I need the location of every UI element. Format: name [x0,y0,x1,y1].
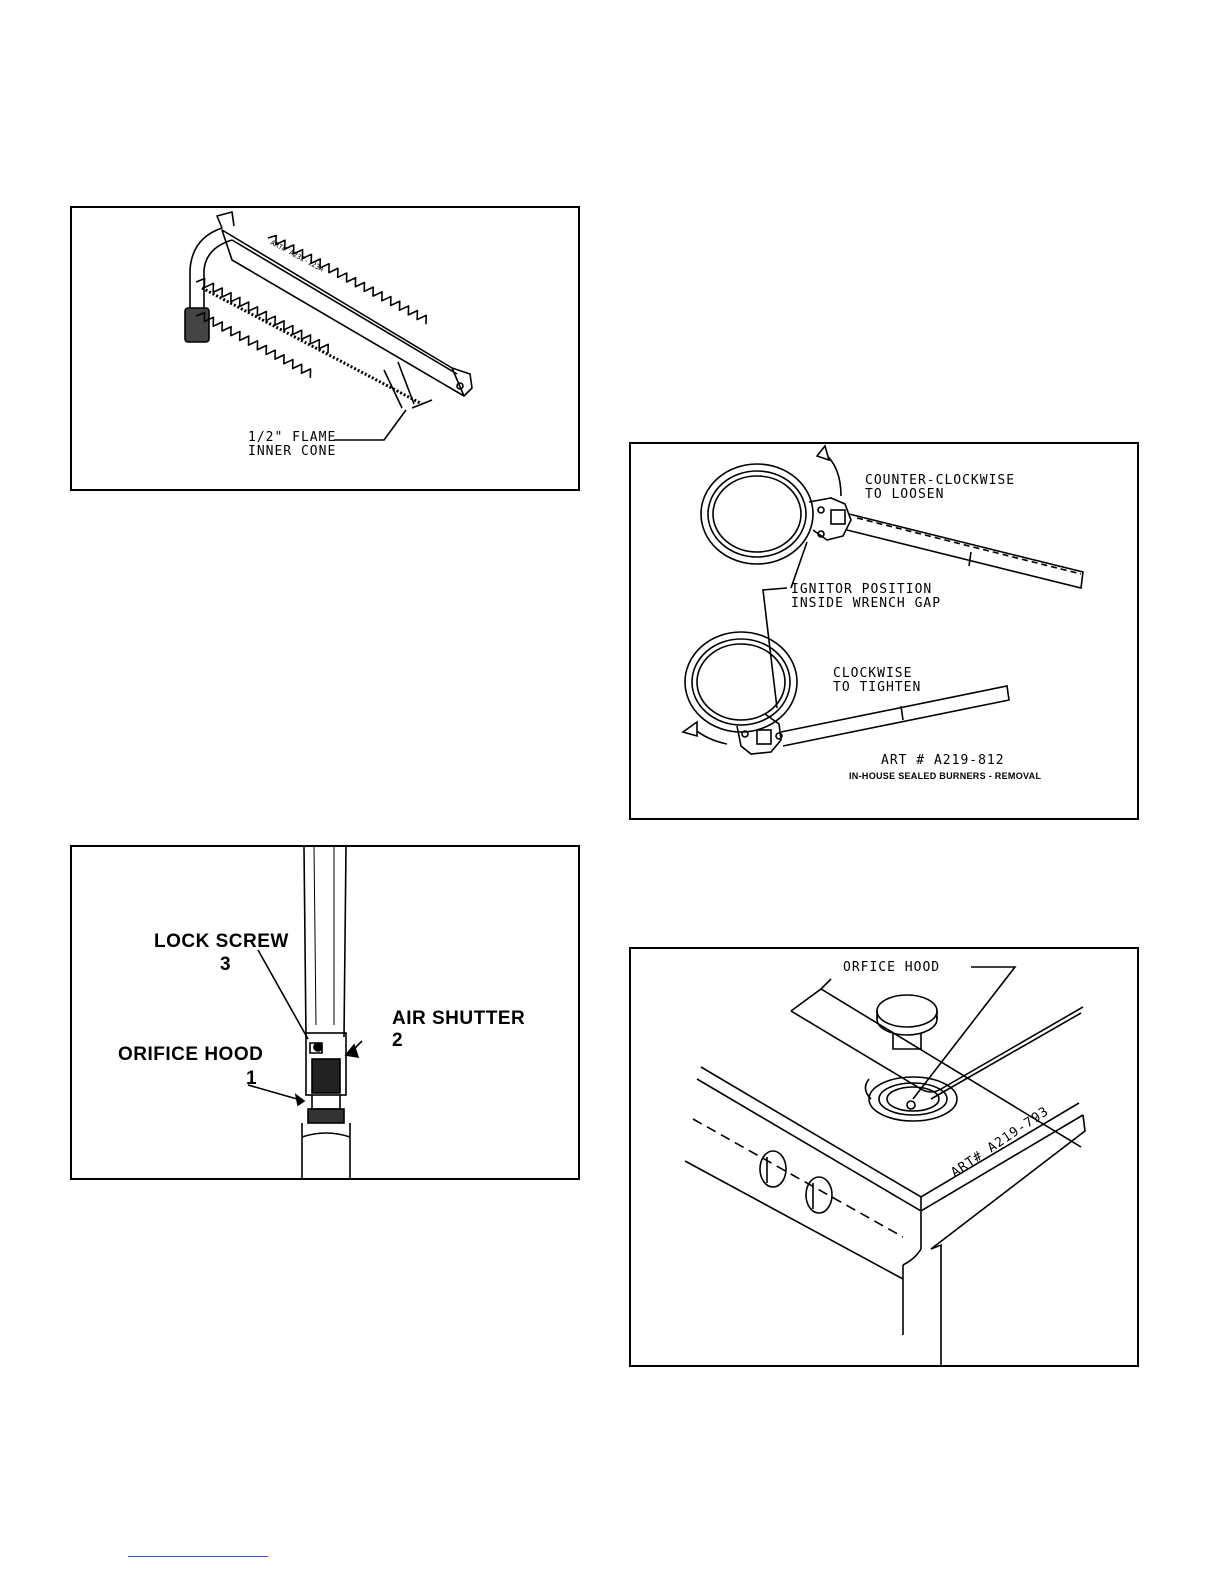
air-shutter-label: AIR SHUTTER [392,1009,525,1029]
orifice-hood-number: 1 [246,1069,257,1089]
cooktop-drawing [631,949,1137,1365]
flame-label-line2: INNER CONE [248,445,336,459]
orifice-hood-label: ORIFICE HOOD [118,1045,263,1065]
wrench-caption: IN-HOUSE SEALED BURNERS - REMOVAL [849,771,1041,781]
loosen-label-line1: COUNTER-CLOCKWISE [865,474,1015,488]
wrench-removal-figure: COUNTER-CLOCKWISE TO LOOSEN IGNITOR POSI… [629,442,1139,820]
ignitor-label-line1: IGNITOR POSITION [791,583,932,597]
wrench-art-id: ART # A219-812 [881,754,1005,768]
air-shutter-number: 2 [392,1031,403,1051]
tighten-label-line1: CLOCKWISE [833,667,912,681]
lock-screw-number: 3 [220,955,231,975]
cooktop-orifice-figure: ORFICE HOOD ART# A219-793 [629,947,1139,1367]
orifice-hood-figure: LOCK SCREW 3 AIR SHUTTER 2 ORIFICE HOOD … [70,845,580,1180]
lock-screw-label: LOCK SCREW [154,932,289,952]
cooktop-orifice-label: ORFICE HOOD [843,961,940,975]
footer-link-underline [128,1556,268,1557]
burner-flame-figure: ART# A232-123A 1/2" FLAME INNER CONE [70,206,580,491]
loosen-label-line2: TO LOOSEN [865,488,944,502]
flame-label-line1: 1/2" FLAME [248,431,336,445]
ignitor-label-line2: INSIDE WRENCH GAP [791,597,941,611]
burner-art-id: ART# A232-123A [269,239,326,274]
tighten-label-line2: TO TIGHTEN [833,681,921,695]
